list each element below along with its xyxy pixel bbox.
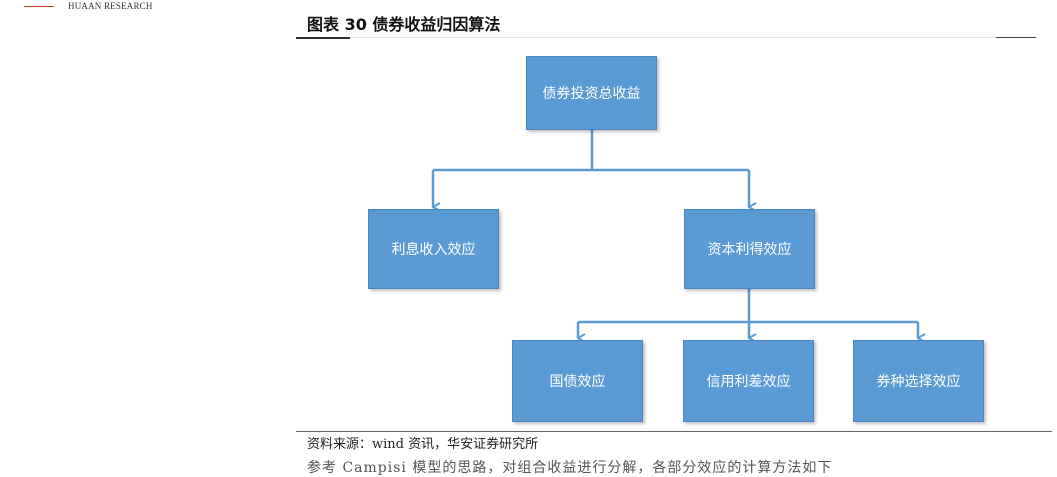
title-underline — [296, 37, 350, 39]
node-credit-spread: 信用利差效应 — [683, 340, 814, 422]
brand-accent-line — [24, 6, 54, 7]
node-capital-gain-label: 资本利得效应 — [707, 242, 792, 258]
source-divider — [296, 431, 1052, 432]
node-total-return: 债券投资总收益 — [526, 56, 657, 130]
brand-name: HUAAN RESEARCH — [68, 1, 153, 11]
node-credit-spread-label: 信用利差效应 — [706, 374, 791, 390]
node-interest-income: 利息收入效应 — [368, 209, 499, 289]
source-note: 资料来源：wind 资讯，华安证券研究所 — [307, 437, 539, 452]
node-security-selection-label: 券种选择效应 — [876, 374, 961, 390]
node-total-return-label: 债券投资总收益 — [542, 86, 641, 102]
node-treasury-effect-label: 国债效应 — [549, 374, 606, 390]
node-security-selection: 券种选择效应 — [853, 340, 984, 422]
node-interest-income-label: 利息收入效应 — [391, 242, 476, 258]
title-divider-right — [996, 37, 1036, 38]
figure-title: 图表 30 债券收益归因算法 — [307, 15, 501, 34]
body-text-fragment: 参考 Campisi 模型的思路，对组合收益进行分解，各部分效应的计算方法如下 — [307, 460, 833, 476]
node-treasury-effect: 国债效应 — [512, 340, 643, 422]
title-divider — [350, 37, 996, 38]
node-capital-gain: 资本利得效应 — [684, 209, 815, 289]
